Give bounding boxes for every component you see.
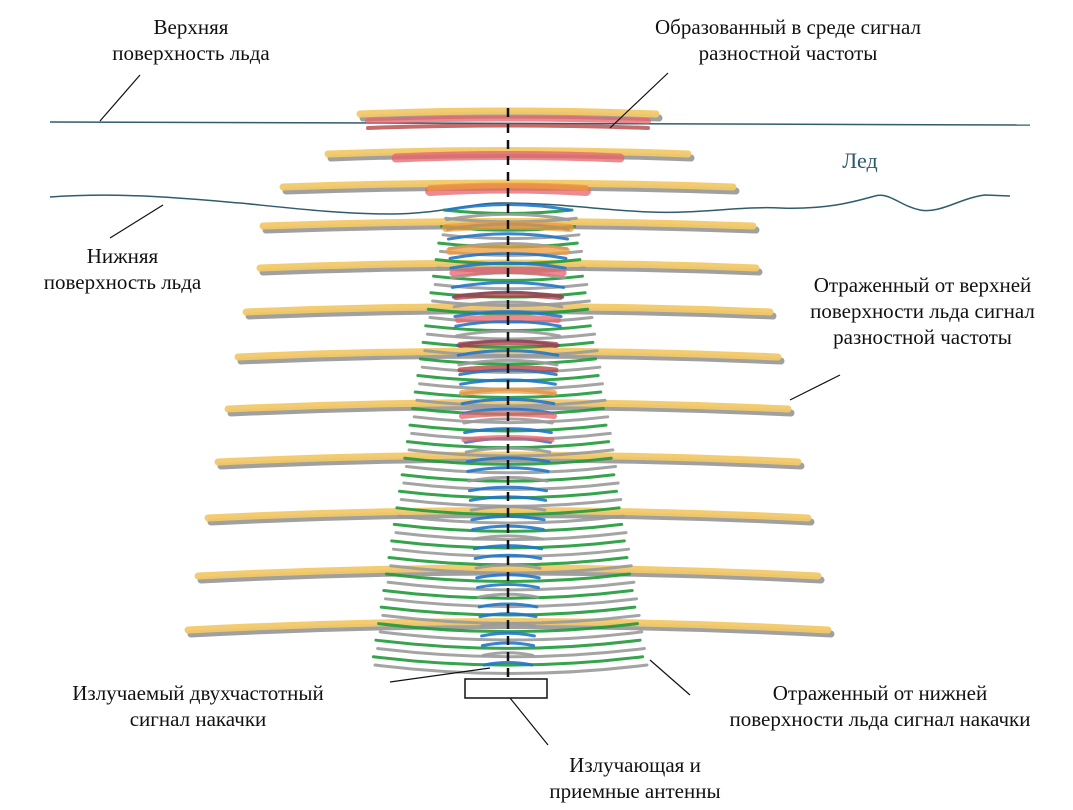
- antenna-block: [465, 679, 547, 698]
- leader-reflected-bottom: [650, 660, 690, 695]
- leader-antennas: [510, 698, 548, 745]
- formed-signal-wavefront: [430, 186, 586, 189]
- leader-top-surface: [100, 75, 140, 121]
- leader-reflected-top: [790, 375, 840, 400]
- formed-signal-wavefront: [462, 391, 554, 394]
- leader-bottom-surface: [110, 205, 163, 238]
- emitted-pump-wavefront: [478, 585, 539, 588]
- reflected-pump-wavefront: [427, 334, 594, 339]
- formed-signal-wavefront: [460, 343, 556, 346]
- formed-signal-wavefront: [368, 119, 648, 122]
- label-reflected-top: Отраженный от верхней поверхности льда с…: [775, 272, 1070, 350]
- label-antennas: Излучающая и приемные антенны: [510, 752, 760, 804]
- label-top-surface: Верхняя поверхность льда: [76, 14, 306, 66]
- formed-signal-wavefront: [456, 295, 560, 298]
- label-formed-signal: Образованный в среде сигнал разностной ч…: [598, 14, 978, 66]
- label-emitted-pump: Излучаемый двухчастотный сигнал накачки: [28, 680, 368, 732]
- formed-signal-wavefront: [450, 249, 566, 252]
- label-bottom-surface: Нижняя поверхность льда: [0, 243, 245, 295]
- label-reflected-bottom: Отраженный от нижней поверхности льда си…: [700, 680, 1060, 732]
- label-ice: Лед: [820, 148, 900, 174]
- formed-signal-wavefront: [464, 438, 552, 441]
- emitted-pump-wavefront: [482, 633, 535, 636]
